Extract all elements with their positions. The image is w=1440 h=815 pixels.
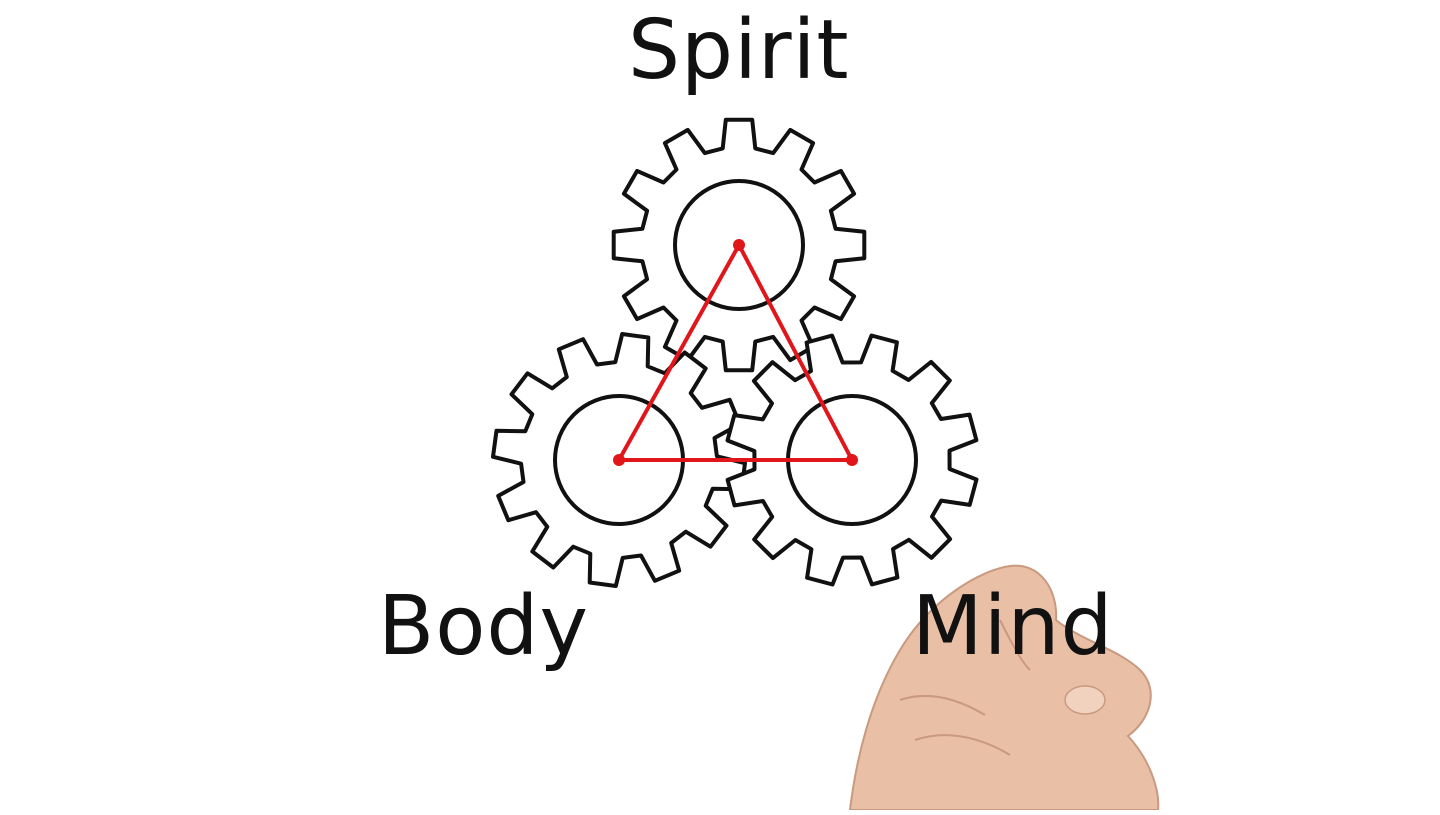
hand-with-marker-icon	[848, 564, 1160, 811]
spirit-label: Spirit	[628, 3, 850, 98]
triangle-vertex-dot	[846, 454, 858, 466]
hand-icon	[848, 564, 1160, 811]
body-label: Body	[378, 579, 590, 674]
triangle-vertex-dot	[613, 454, 625, 466]
triangle-group	[613, 239, 858, 466]
gear-hub-circle	[673, 179, 805, 311]
gears-group	[491, 117, 979, 588]
triangle-vertex-dot	[733, 239, 745, 251]
mind-label: Mind	[912, 579, 1114, 674]
triangle-connector	[617, 243, 854, 462]
